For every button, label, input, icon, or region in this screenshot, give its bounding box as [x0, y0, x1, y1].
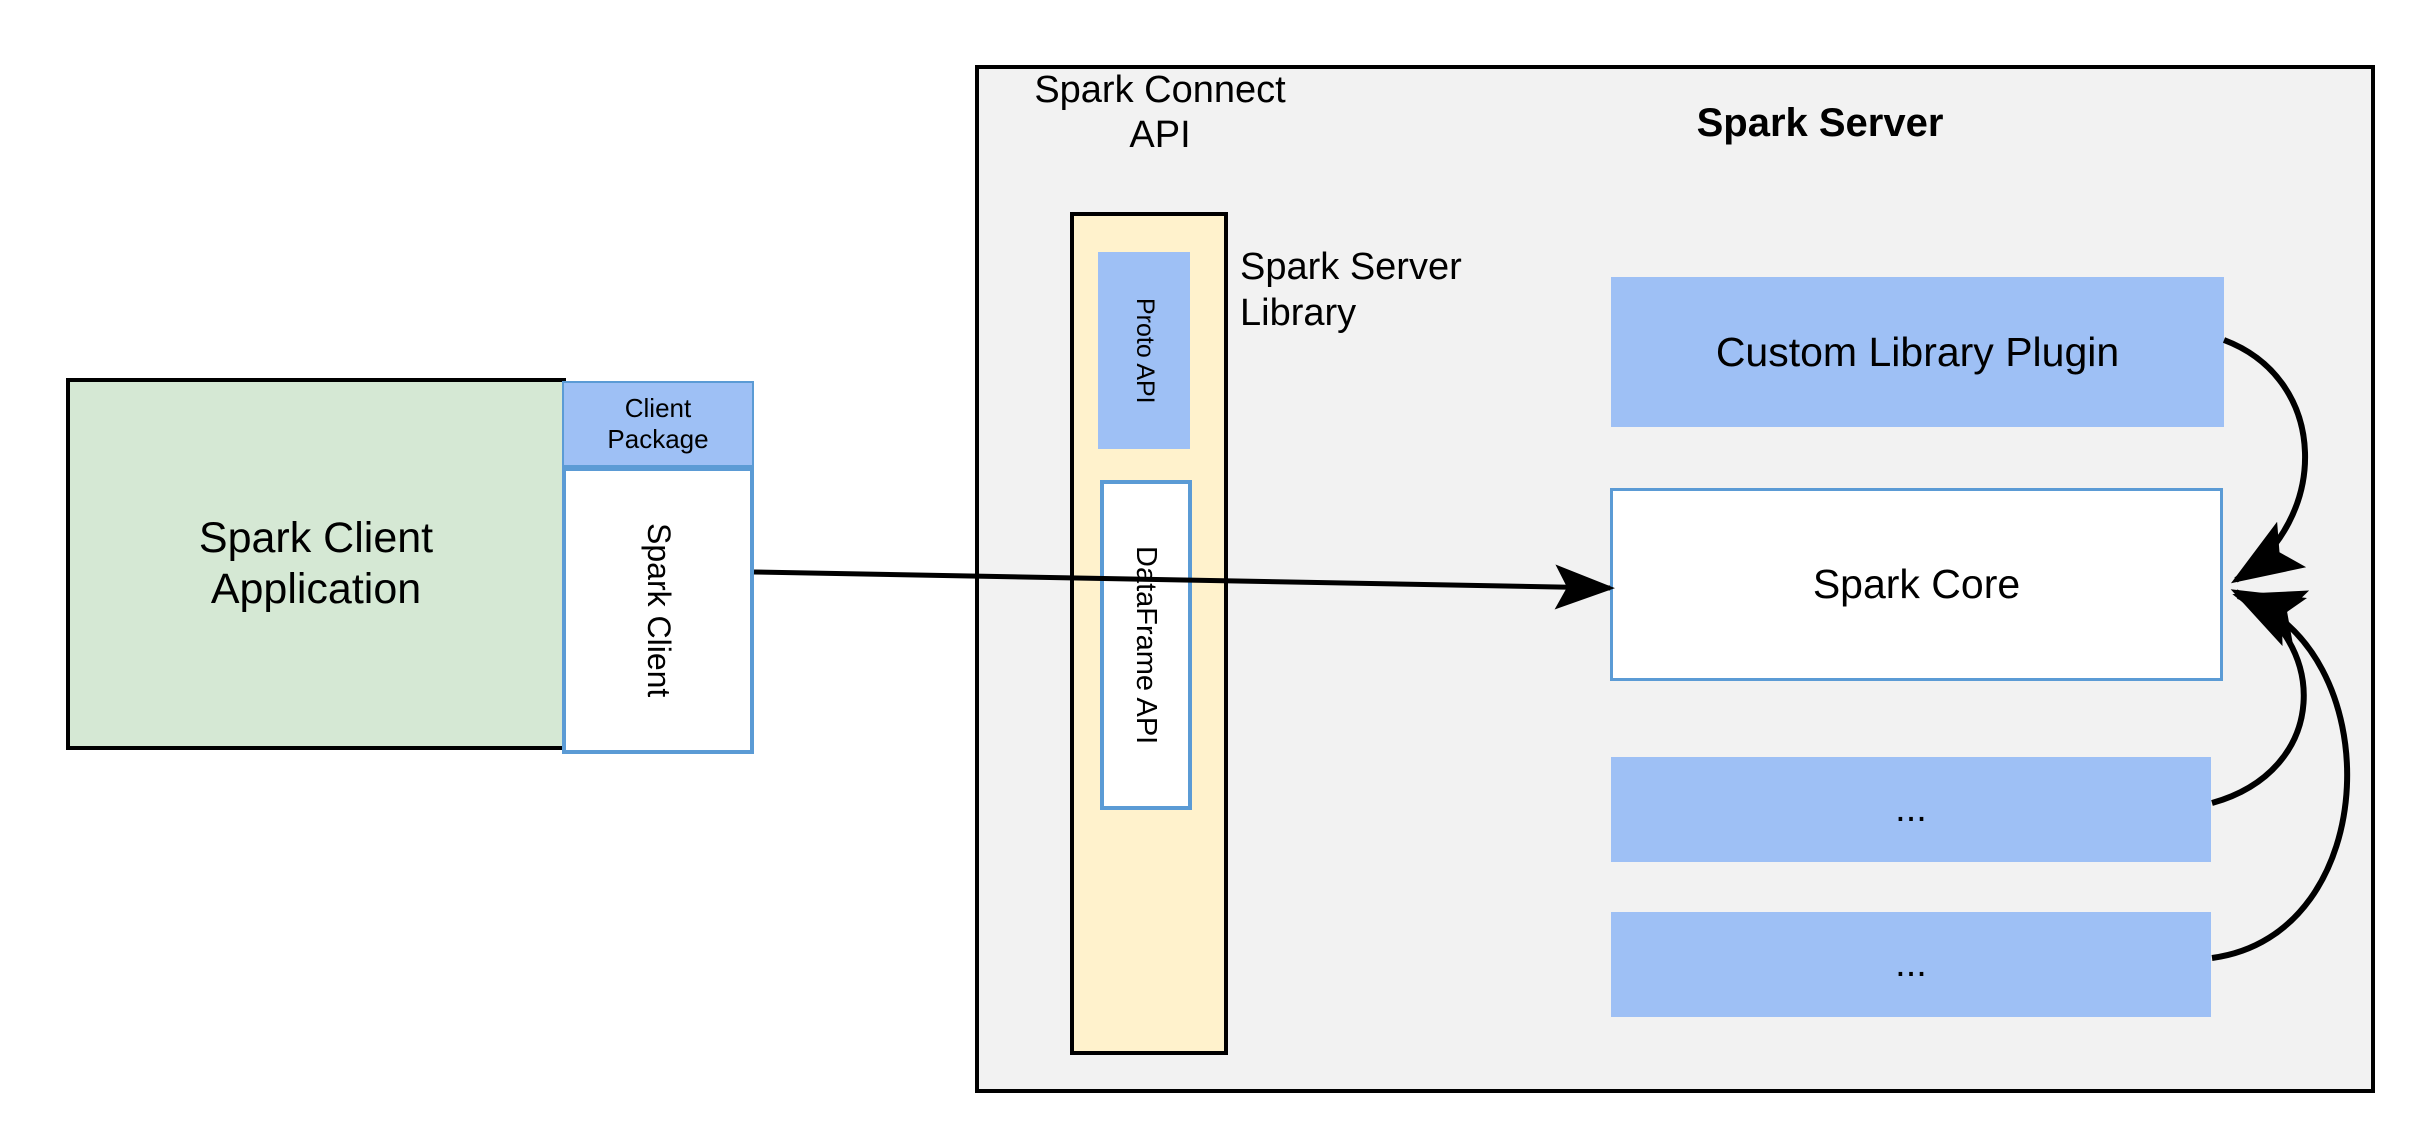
- placeholder-component-box-1: ...: [1611, 757, 2211, 862]
- dataframe-api-box: DataFrame API: [1100, 480, 1192, 810]
- spark-server-library-label-line1: Spark Server: [1240, 246, 1462, 288]
- proto-api-label: Proto API: [1130, 297, 1159, 404]
- client-application-label-line1: Spark Client: [198, 514, 434, 563]
- spark-core-box: Spark Core: [1610, 488, 2223, 681]
- spark-server-title: Spark Server: [1696, 101, 1944, 146]
- spark-connect-api-label-line2: API: [1129, 113, 1191, 156]
- client-package-label-line1: Client: [624, 393, 692, 424]
- dataframe-api-label: DataFrame API: [1130, 545, 1163, 745]
- spark-server-library-label: Spark Server Library: [1240, 244, 1540, 348]
- spark-connect-api-label-line1: Spark Connect: [1034, 69, 1286, 111]
- client-package-label-line2: Package: [607, 424, 709, 454]
- placeholder-component-box-2: ...: [1611, 912, 2211, 1017]
- spark-client-box: Spark Client: [562, 467, 754, 754]
- proto-api-box: Proto API: [1098, 252, 1190, 449]
- spark-client-application-box: Spark Client Application: [66, 378, 566, 750]
- client-application-label-line2: Application: [210, 565, 422, 613]
- spark-server-library-label-line2: Library: [1240, 292, 1357, 335]
- client-package-box: Client Package: [562, 381, 754, 467]
- spark-client-label: Spark Client: [640, 523, 677, 698]
- custom-library-plugin-box: Custom Library Plugin: [1611, 277, 2224, 427]
- spark-connect-api-label: Spark Connect API: [1018, 68, 1302, 168]
